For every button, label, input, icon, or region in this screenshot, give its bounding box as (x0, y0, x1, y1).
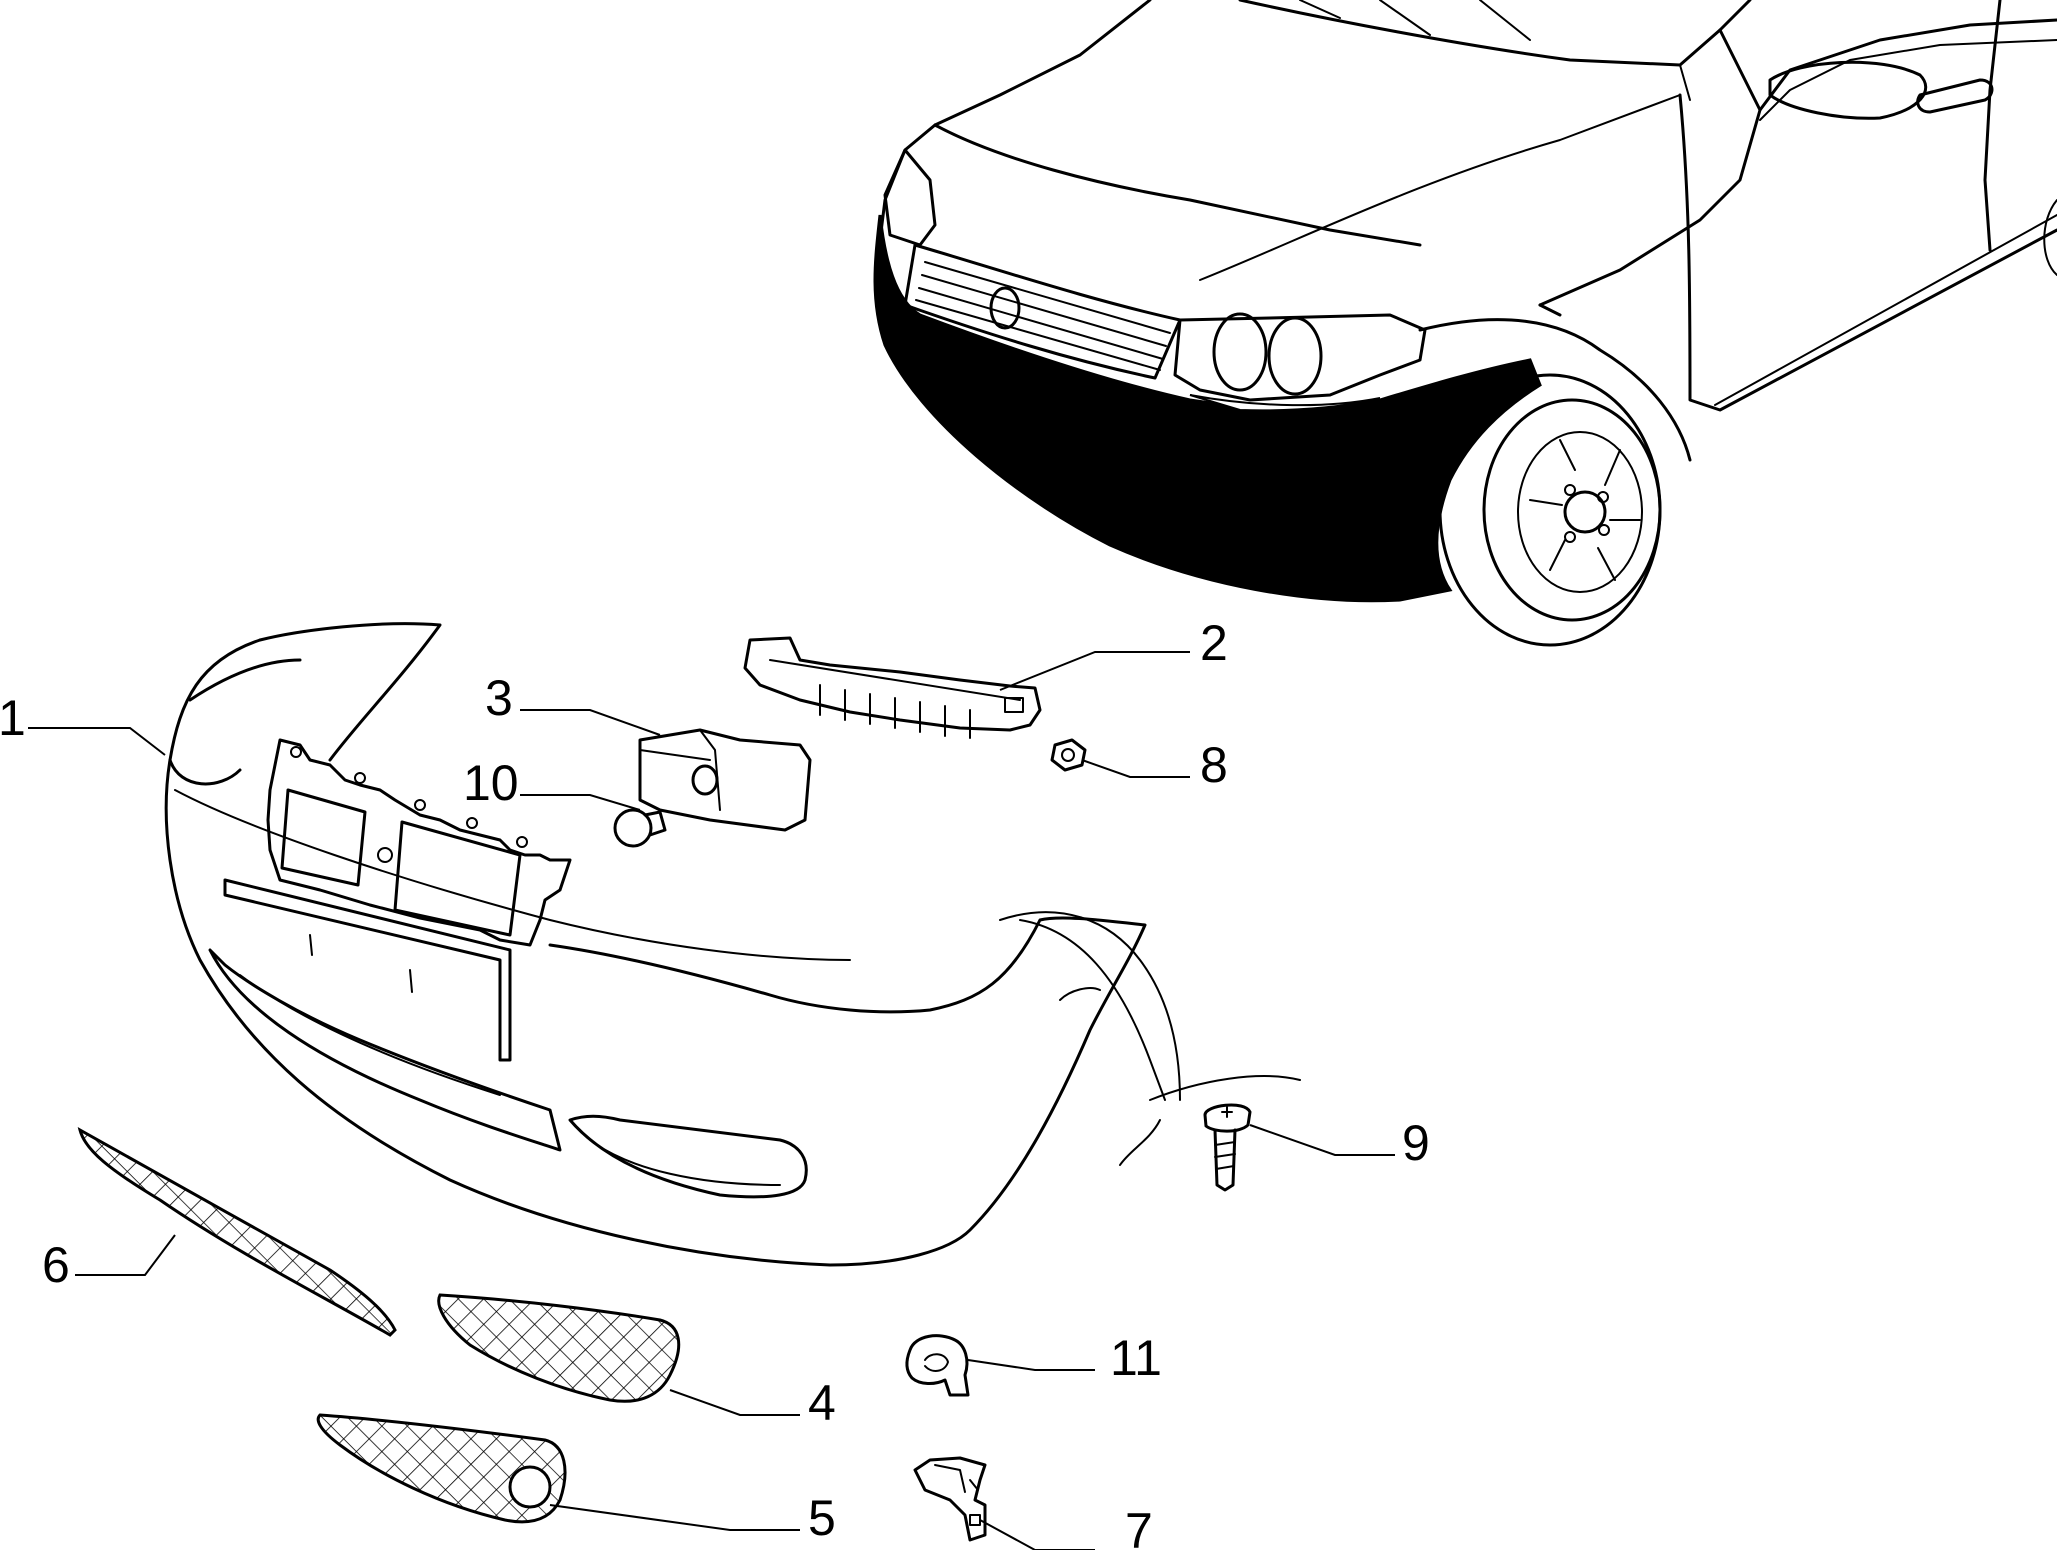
part-5-fog-lamp-grille-mesh (316, 1413, 567, 1524)
callout-3: 3 (485, 670, 513, 726)
callout-9: 9 (1402, 1115, 1430, 1171)
part-8-nut (1050, 738, 1087, 772)
part-9-screw (1203, 1103, 1252, 1192)
part-11-retaining-clip (905, 1334, 970, 1397)
callout-10: 10 (463, 755, 519, 811)
part-6-lower-grille-mesh (77, 1126, 397, 1337)
callout-5: 5 (808, 1490, 836, 1546)
part-4-side-grille-mesh (437, 1293, 681, 1403)
highlighted-bumper-on-vehicle (873, 214, 1542, 603)
callout-2: 2 (1200, 615, 1228, 671)
callout-8: 8 (1200, 737, 1228, 793)
vehicle-front-view (873, 0, 2057, 647)
callout-7: 7 (1125, 1503, 1153, 1550)
callout-6: 6 (42, 1237, 70, 1293)
callout-11: 11 (1110, 1330, 1162, 1386)
callout-4: 4 (808, 1375, 836, 1431)
part-2-bumper-reinforcement (743, 636, 1042, 739)
part-1-front-bumper (164, 622, 1301, 1267)
part-10-plug (613, 808, 667, 848)
callout-labels: 1 2 3 4 5 6 7 8 9 10 11 (0, 615, 1430, 1550)
part-3-impact-absorber (638, 728, 812, 832)
leader-lines (28, 651, 1395, 1550)
part-7-mounting-bracket (913, 1456, 987, 1542)
callout-1: 1 (0, 690, 26, 746)
